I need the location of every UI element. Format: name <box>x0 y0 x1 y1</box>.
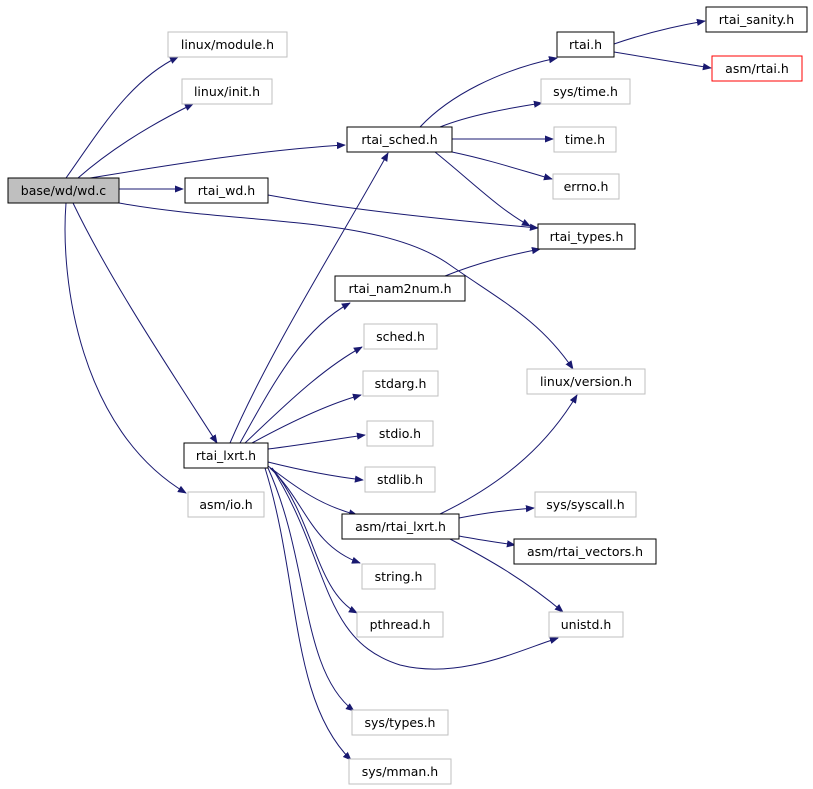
node-errno-h[interactable]: errno.h <box>552 173 620 200</box>
edge-asmlxrt-vectors <box>458 535 516 548</box>
node-rtai-types-h[interactable]: rtai_types.h <box>537 223 636 250</box>
node-label: string.h <box>375 569 423 584</box>
node-label: sys/types.h <box>365 715 436 730</box>
edge-lxrt-rtai-sched <box>229 152 389 444</box>
node-label: unistd.h <box>561 617 612 632</box>
edge-rtai-asm-rtai <box>613 51 712 71</box>
node-label: base/wd/wd.c <box>21 183 107 198</box>
node-label: asm/rtai_lxrt.h <box>355 519 446 534</box>
edge-asmlxrt-sys-syscall <box>458 505 535 519</box>
edge-wd-rtai-types <box>267 194 539 231</box>
node-label: pthread.h <box>370 617 431 632</box>
edge-wdc-linux-init <box>77 103 194 179</box>
node-label: linux/version.h <box>540 374 632 389</box>
node-asm-rtai-vectors-h[interactable]: asm/rtai_vectors.h <box>513 538 657 565</box>
edge-wdc-linux-version <box>118 202 574 370</box>
node-label: stdlib.h <box>377 472 423 487</box>
node-label: sys/time.h <box>553 84 618 99</box>
node-label: asm/rtai.h <box>725 61 789 76</box>
node-label: rtai_lxrt.h <box>196 448 256 463</box>
node-rtai-sanity-h[interactable]: rtai_sanity.h <box>705 6 808 33</box>
edge-wdc-linux-module <box>65 56 179 179</box>
edge-lxrt-unistd <box>271 467 559 670</box>
node-sched-h[interactable]: sched.h <box>363 323 438 350</box>
edge-nam2num-rtai-types <box>444 247 541 277</box>
edge-wdc-rtai-sched <box>89 141 346 179</box>
node-label: sched.h <box>376 329 425 344</box>
node-rtai-wd-h[interactable]: rtai_wd.h <box>184 177 269 204</box>
node-linux-init-h[interactable]: linux/init.h <box>181 78 273 105</box>
node-label: errno.h <box>564 179 609 194</box>
node-rtai-sched-h[interactable]: rtai_sched.h <box>346 126 453 153</box>
node-rtai-h[interactable]: rtai.h <box>556 31 615 58</box>
node-label: asm/io.h <box>199 497 252 512</box>
edge-lxrt-pthread <box>271 467 358 614</box>
node-asm-io-h[interactable]: asm/io.h <box>187 491 265 518</box>
node-pthread-h[interactable]: pthread.h <box>356 611 444 638</box>
node-linux-module-h[interactable]: linux/module.h <box>167 31 288 58</box>
node-rtai-lxrt-h[interactable]: rtai_lxrt.h <box>183 442 269 469</box>
edge-sched-rtai-types <box>434 151 531 227</box>
node-label: sys/syscall.h <box>546 497 624 512</box>
node-label: stdarg.h <box>375 376 427 391</box>
node-label: rtai_wd.h <box>198 183 255 198</box>
node-stdio-h[interactable]: stdio.h <box>366 420 434 447</box>
edge-lxrt-sched-h <box>244 346 363 444</box>
edge-rtai-sanity <box>613 18 706 45</box>
edge-asmlxrt-linux-version <box>439 394 578 515</box>
node-sys-types-h[interactable]: sys/types.h <box>351 709 449 736</box>
node-label: linux/module.h <box>181 37 274 52</box>
node-stdarg-h[interactable]: stdarg.h <box>362 370 439 397</box>
node-label: linux/init.h <box>194 84 260 99</box>
node-sys-syscall-h[interactable]: sys/syscall.h <box>534 491 637 518</box>
edge-sched-rtai-h <box>419 56 558 128</box>
node-label: asm/rtai_vectors.h <box>527 544 643 559</box>
edge-lxrt-stdlib <box>267 461 364 483</box>
edge-lxrt-sys-mman <box>264 467 352 761</box>
node-string-h[interactable]: string.h <box>361 563 436 590</box>
node-label: rtai_types.h <box>550 229 624 244</box>
edge-wdc-rtai-lxrt <box>72 202 218 444</box>
node-label: rtai_nam2num.h <box>348 281 451 296</box>
edge-wdc-asm-io <box>64 202 187 494</box>
edge-lxrt-stdio <box>267 432 366 450</box>
node-label: time.h <box>565 132 605 147</box>
node-asm-rtai-lxrt-h[interactable]: asm/rtai_lxrt.h <box>341 513 460 540</box>
node-time-h[interactable]: time.h <box>553 126 617 153</box>
edge-lxrt-stdarg <box>251 393 362 444</box>
edge-lxrt-asm-rtai-lxrt <box>267 465 358 517</box>
node-sys-time-h[interactable]: sys/time.h <box>540 78 631 105</box>
node-label: stdio.h <box>379 426 421 441</box>
edge-sched-sys-time <box>439 100 543 128</box>
node-label: rtai_sanity.h <box>719 12 794 27</box>
node-label: sys/mman.h <box>362 764 438 779</box>
node-base-wd-wd-c[interactable]: base/wd/wd.c <box>7 177 120 204</box>
edge-lxrt-sys-types <box>267 467 355 712</box>
node-stdlib-h[interactable]: stdlib.h <box>364 466 436 493</box>
edge-lxrt-nam2num <box>239 302 351 444</box>
node-label: rtai.h <box>569 37 602 52</box>
node-label: rtai_sched.h <box>361 132 437 147</box>
node-asm-rtai-h[interactable]: asm/rtai.h <box>711 55 803 82</box>
node-linux-version-h[interactable]: linux/version.h <box>526 368 646 395</box>
node-unistd-h[interactable]: unistd.h <box>548 611 624 638</box>
edge-asmlxrt-unistd <box>449 538 564 613</box>
edge-sched-errno <box>451 151 553 181</box>
node-sys-mman-h[interactable]: sys/mman.h <box>348 758 452 785</box>
node-rtai-nam2num-h[interactable]: rtai_nam2num.h <box>334 275 466 302</box>
